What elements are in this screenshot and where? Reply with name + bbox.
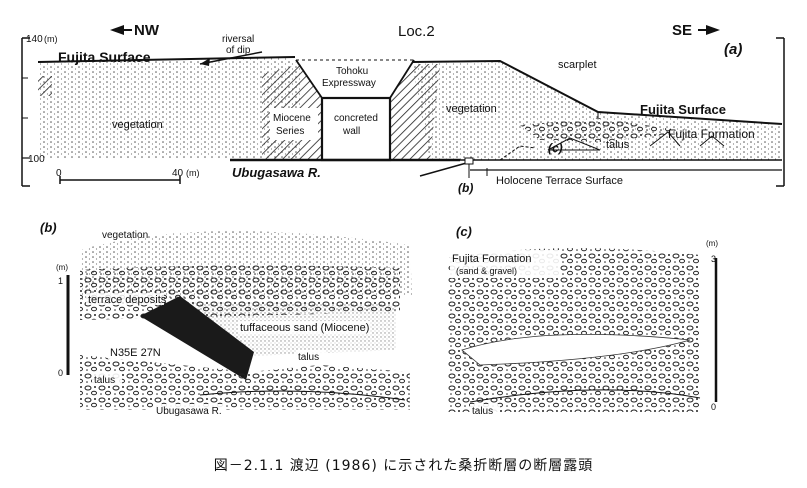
sand-gravel-label: (sand & gravel) xyxy=(456,266,517,276)
fault-orientation-label: N35E 27N xyxy=(110,347,161,359)
expressway-label: Expressway xyxy=(322,78,376,89)
dip-arrow-head xyxy=(200,58,210,66)
dip-arrow-shaft xyxy=(199,51,263,65)
terrace-deposits-label: terrace deposits xyxy=(88,294,167,306)
panel-b-unit: (m) xyxy=(56,263,68,272)
series-label: Series xyxy=(276,126,304,137)
y-label-100: 100 xyxy=(28,154,45,165)
panel-c-scale-bottom: 0 xyxy=(711,402,716,412)
scale-unit: (m) xyxy=(186,168,200,178)
nw-label: NW xyxy=(134,22,160,39)
panel-b-talus-right: talus xyxy=(298,352,319,363)
talus-label: talus xyxy=(606,139,630,151)
right-surface-line xyxy=(411,59,783,125)
scale-end: 40 xyxy=(172,168,184,179)
panel-c-unit: (m) xyxy=(706,239,718,248)
fault-trace xyxy=(419,161,471,177)
panel-c-talus-label: talus xyxy=(472,406,493,417)
talus-wedge xyxy=(547,137,601,151)
left-terrace-body xyxy=(40,58,300,158)
right-fujita-surface-label: Fujita Surface xyxy=(640,102,726,117)
panel-b-scale-bottom: 0 xyxy=(58,368,63,378)
panel-c-label: (c) xyxy=(456,224,472,239)
panel-b-river-label: Ubugasawa R. xyxy=(156,406,222,417)
panel-b-vegetation-label: vegetation xyxy=(102,230,148,241)
y-label-unit: (m) xyxy=(44,34,58,44)
panel-a-label: (a) xyxy=(724,41,742,58)
river-edge xyxy=(199,390,406,401)
tohoku-label: Tohoku xyxy=(336,66,368,77)
fujita-gravel-body xyxy=(448,248,700,412)
concreted-wall xyxy=(320,96,392,162)
tuffaceous-sand-label: tuffaceous sand (Miocene) xyxy=(240,322,369,334)
c-marker: (c) xyxy=(548,141,563,155)
panel-c-scale-top: 3 xyxy=(711,254,716,264)
talus-boulders xyxy=(80,355,410,410)
scale-zero: 0 xyxy=(56,168,62,179)
panel-b-label: (b) xyxy=(40,220,57,235)
se-arrow xyxy=(706,25,720,35)
concreted-label: concreted xyxy=(334,113,378,124)
fault-plane xyxy=(140,296,254,380)
miocene-label: Miocene xyxy=(273,113,311,124)
left-hatched-outcrop xyxy=(38,76,52,96)
sand-lens xyxy=(461,333,691,366)
miocene-label-bg xyxy=(270,108,318,140)
b-marker: (b) xyxy=(458,181,473,195)
loc-b-box xyxy=(464,157,474,165)
left-fujita-surface-label: Fujita Surface xyxy=(58,49,151,65)
loc2-label: Loc.2 xyxy=(398,23,435,40)
panel-a: 140 (m) 100 NW SE Loc.2 (a) Fujita Surfa… xyxy=(21,22,785,195)
nw-arrow xyxy=(110,25,124,35)
fujita-formation-label: Fujita Formation xyxy=(668,127,755,141)
panel-b-scale-top: 1 xyxy=(58,276,63,286)
wall-label: wall xyxy=(342,126,360,137)
figure-caption: 図－2.1.1 渡辺 (1986) に示された桑折断層の断層露頭 xyxy=(213,458,594,474)
expressway-slopes xyxy=(295,59,415,99)
scarplet-label: scarplet xyxy=(558,59,597,71)
se-label: SE xyxy=(672,22,692,39)
reversal-label-2: of dip xyxy=(226,45,251,56)
panel-b-talus-left: talus xyxy=(94,375,115,386)
fujita-formation-lens xyxy=(520,118,690,142)
y-label-140: 140 xyxy=(26,34,43,45)
talus-line xyxy=(469,389,701,403)
river-label: Ubugasawa R. xyxy=(232,165,321,180)
left-vegetation-label: vegetation xyxy=(112,119,163,131)
left-fujita-surface-line xyxy=(37,56,296,63)
panel-c: (c) Fujita Formation (sand & gravel) (m)… xyxy=(448,224,718,417)
holocene-label: Holocene Terrace Surface xyxy=(496,175,623,187)
reversal-label: riversal xyxy=(222,34,254,45)
right-hillside xyxy=(412,62,782,160)
right-vegetation-label: vegetation xyxy=(446,103,497,115)
fujita-formation-c-label: Fujita Formation xyxy=(452,253,531,265)
panel-b: (b) vegetation (m) 1 0 terrace deposits … xyxy=(40,220,412,417)
